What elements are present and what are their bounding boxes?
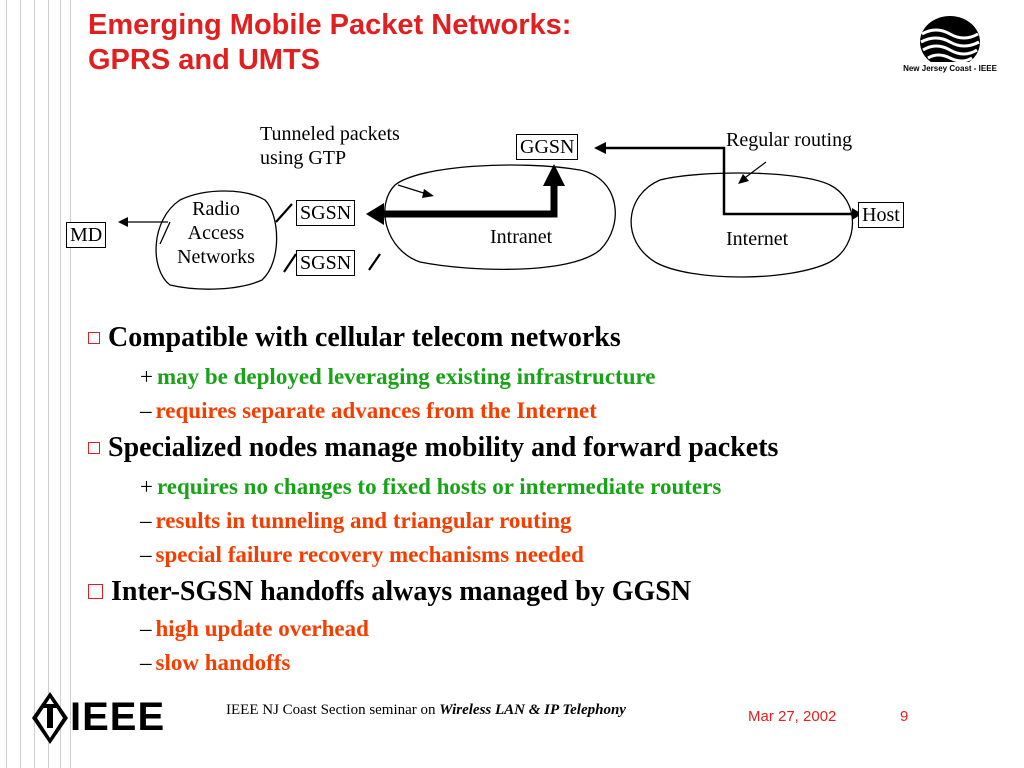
logo-text: New Jersey Coast - IEEE — [903, 64, 997, 73]
internet-cloud — [630, 172, 853, 278]
square-bullet-icon — [88, 441, 100, 454]
radio-link-line — [159, 221, 171, 245]
routing-callout-pointer — [741, 161, 767, 181]
internet-label: Internet — [726, 228, 789, 250]
tunnel-arrowhead-sgsn — [366, 203, 384, 225]
margin-line — [34, 0, 35, 768]
routing-arrowhead — [594, 142, 606, 154]
radio-access-label: Radio Access Networks — [177, 198, 255, 268]
slide-title-line-2: GPRS and UMTS — [88, 44, 321, 76]
sgsn-link-slash — [275, 203, 293, 223]
sub-bullet-item: +may be deployed leveraging existing inf… — [140, 364, 656, 389]
square-bullet-icon — [88, 584, 103, 600]
tunnel-arrowhead-ggsn — [543, 164, 565, 186]
sub-bullet-item: –requires separate advances from the Int… — [140, 398, 597, 423]
sub-bullet-item: –results in tunneling and triangular rou… — [140, 508, 572, 533]
bullet-item: Inter-SGSN handoffs always managed by GG… — [88, 576, 691, 608]
regular-routing-path — [602, 146, 860, 216]
md-node: MD — [66, 222, 107, 248]
intranet-cloud — [384, 164, 616, 270]
footer-seminar-text: IEEE NJ Coast Section seminar on Wireles… — [226, 702, 626, 718]
sub-bullet-item: –high update overhead — [140, 616, 369, 641]
routing-callout-arrowhead — [738, 174, 749, 184]
network-diagram: Tunneled packets using GTP Regular routi… — [0, 0, 1024, 300]
radio-access-cloud — [155, 190, 278, 290]
slide-title-line-1: Emerging Mobile Packet Networks: — [88, 9, 572, 41]
square-bullet-icon — [88, 331, 100, 344]
routing-arrowhead-host — [852, 208, 862, 220]
sgsn-node-1: SGSN — [296, 200, 356, 226]
sgsn-link-slash — [283, 253, 297, 273]
footer-seminar-title: Wireless LAN & IP Telephony — [439, 702, 626, 718]
sub-bullet-item: +requires no changes to fixed hosts or i… — [140, 474, 722, 499]
regular-routing-label: Regular routing — [726, 129, 853, 151]
tunneled-callout-arrowhead — [422, 189, 434, 198]
ieee-diamond-icon — [32, 692, 68, 744]
wave-emblem-icon — [898, 16, 1002, 76]
ggsn-node: GGSN — [516, 134, 579, 160]
host-node: Host — [858, 202, 904, 228]
bullet-item: Specialized nodes manage mobility and fo… — [88, 432, 778, 464]
margin-line — [60, 0, 61, 768]
sgsn-node-2: SGSN — [296, 250, 356, 276]
sgsn-link-slash — [368, 253, 381, 271]
slide-number: 9 — [900, 708, 909, 725]
ieee-logo: IEEE — [30, 688, 165, 748]
gtp-tunnel-path — [379, 182, 558, 218]
diagram-drawing — [118, 142, 862, 290]
slide-title: Emerging Mobile Packet Networks: GPRS an… — [88, 8, 571, 78]
margin-line — [70, 0, 71, 768]
bullet-item: Compatible with cellular telecom network… — [88, 322, 621, 354]
ieee-logo-text: IEEE — [70, 695, 166, 739]
margin-line — [6, 0, 7, 768]
footer-date: Mar 27, 2002 — [748, 708, 837, 725]
md-arrowhead — [118, 217, 128, 227]
margin-line — [20, 0, 21, 768]
margin-line — [48, 0, 49, 768]
nj-coast-ieee-logo: New Jersey Coast - IEEE — [896, 14, 1004, 84]
tunneled-packets-label: Tunneled packets using GTP — [260, 123, 400, 169]
sub-bullet-item: –slow handoffs — [140, 650, 291, 675]
intranet-label: Intranet — [490, 226, 553, 248]
sub-bullet-item: –special failure recovery mechanisms nee… — [140, 542, 584, 567]
